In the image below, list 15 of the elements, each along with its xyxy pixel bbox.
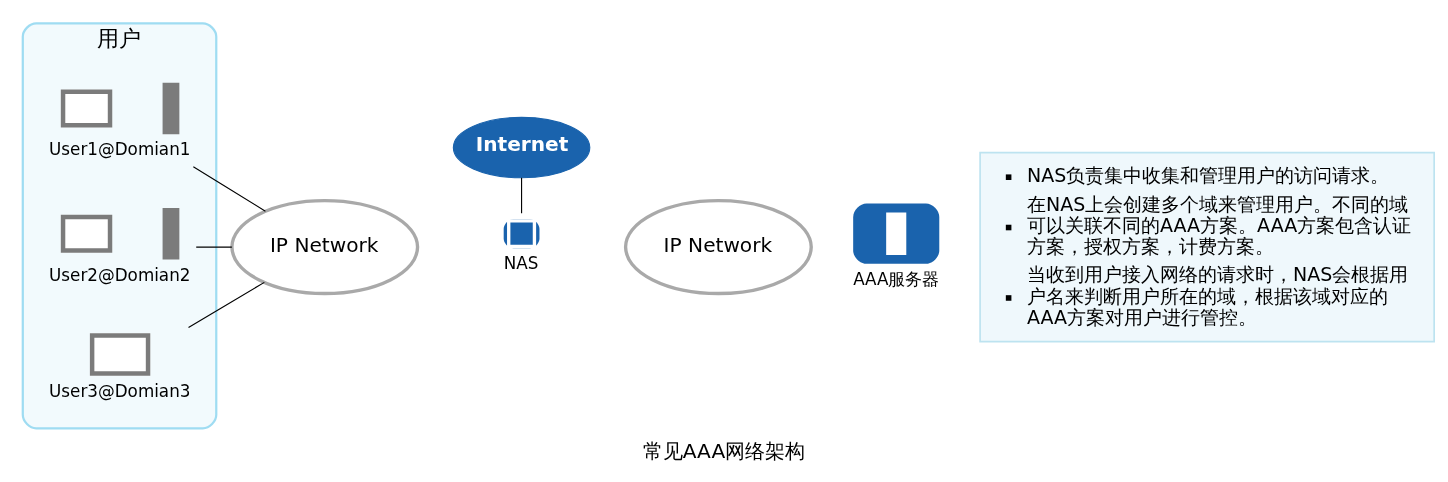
node-ellipse: IP Network bbox=[623, 198, 813, 295]
connector bbox=[192, 165, 266, 212]
caption: 常见AAA网络架构 bbox=[642, 438, 806, 463]
node-label: User3@Domian3 bbox=[49, 380, 191, 401]
node-label: AAA服务器 bbox=[853, 268, 940, 289]
node-box: NAS负责集中收集和管理用户的访问请求。 在NAS上会创建多个域来管理用户。不同的域可以关联不同的AAA方案。AAA方案包含认证方案，授权方案，计费方案。 当收到用户接入网络的请求时，NAS会根据用户名来判断用户所在的域，根据该域对应的AAA方案对用户进行管控。 bbox=[979, 151, 1435, 342]
node-ellipse: Internet bbox=[452, 116, 591, 178]
connector bbox=[521, 176, 523, 214]
node-label: User1@Domian1 bbox=[49, 138, 191, 159]
node-box bbox=[853, 203, 940, 264]
node-ellipse: IP Network bbox=[230, 198, 420, 295]
node-label: User2@Domian2 bbox=[49, 264, 191, 285]
connector bbox=[187, 281, 265, 328]
node-label: NAS bbox=[503, 252, 539, 273]
connector bbox=[195, 246, 233, 248]
